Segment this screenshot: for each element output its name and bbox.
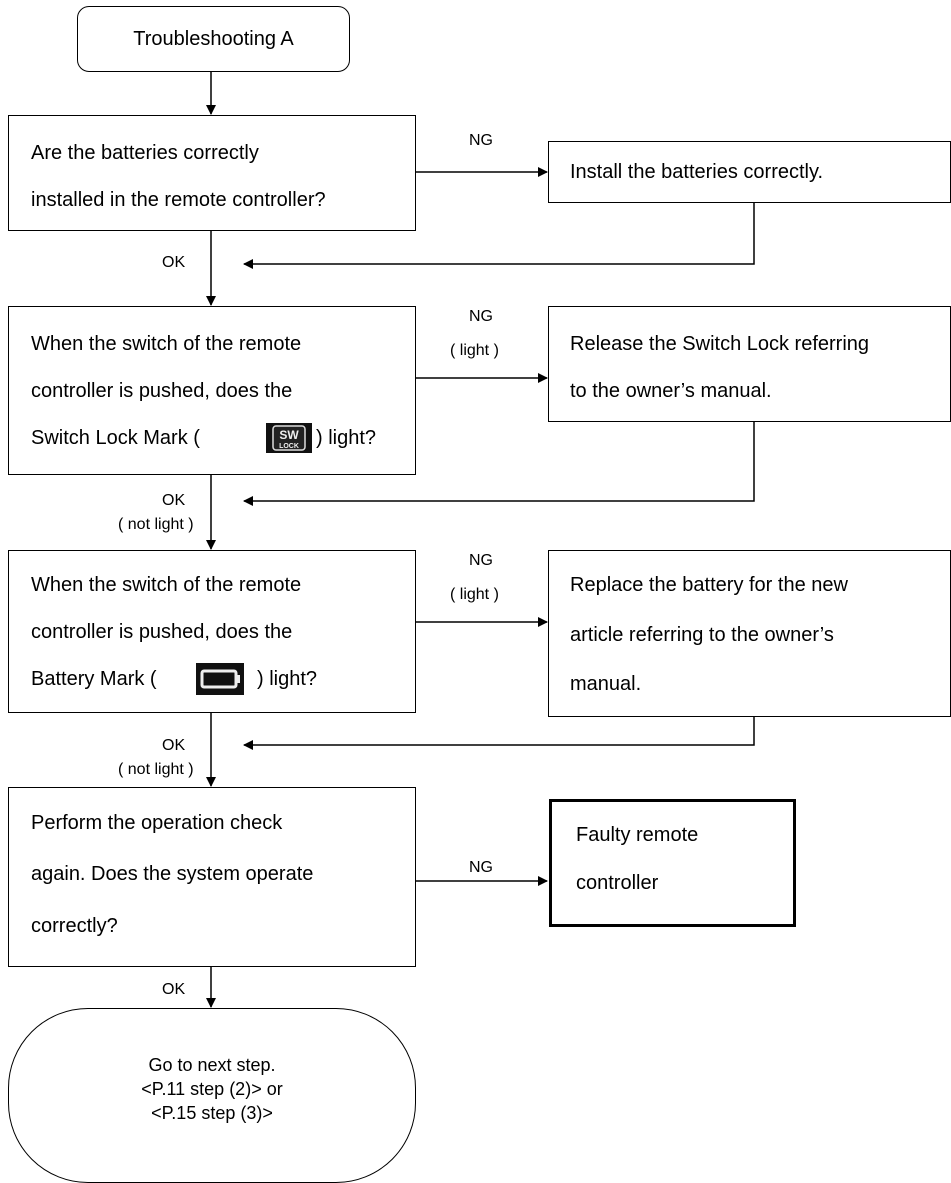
question-line: Switch Lock Mark ( bbox=[31, 427, 200, 449]
question-line: When the switch of the remote bbox=[31, 333, 302, 355]
question-operation-check: Perform the operation check again. Does … bbox=[8, 787, 416, 967]
question-line: Are the batteries correctly bbox=[31, 142, 259, 164]
action-release-switch-lock: Release the Switch Lock referring to the… bbox=[548, 306, 951, 422]
question-line: correctly? bbox=[31, 915, 118, 937]
ng-sublabel: ( light ) bbox=[450, 342, 499, 359]
question-switch-lock: When the switch of the remote controller… bbox=[8, 306, 416, 475]
result-line: Faulty remote bbox=[576, 824, 699, 846]
end-terminal: Go to next step. <P.11 step (2)> or <P.1… bbox=[8, 1008, 416, 1183]
ok-label: OK bbox=[162, 492, 186, 509]
end-line: Go to next step. bbox=[148, 1055, 276, 1075]
question-line: controller is pushed, does the bbox=[31, 380, 293, 402]
ng-label: NG bbox=[469, 308, 493, 325]
question-battery-mark: When the switch of the remote controller… bbox=[8, 550, 416, 713]
action-install-batteries: Install the batteries correctly. bbox=[548, 141, 951, 203]
result-faulty-remote: Faulty remote controller bbox=[549, 799, 796, 927]
question-line: Perform the operation check bbox=[31, 812, 283, 834]
switch-lock-icon: SW LOCK bbox=[266, 423, 312, 453]
start-terminal: Troubleshooting A bbox=[77, 6, 350, 72]
ng-sublabel: ( light ) bbox=[450, 586, 499, 603]
end-line: <P.15 step (3)> bbox=[151, 1103, 273, 1123]
question-line: controller is pushed, does the bbox=[31, 621, 293, 643]
ng-label: NG bbox=[469, 132, 493, 149]
question-line: again. Does the system operate bbox=[31, 863, 314, 885]
action-line: to the owner’s manual. bbox=[570, 380, 772, 402]
battery-icon bbox=[196, 663, 244, 695]
action-replace-battery: Replace the battery for the new article … bbox=[548, 550, 951, 717]
start-title: Troubleshooting A bbox=[133, 28, 294, 50]
question-line: installed in the remote controller? bbox=[31, 189, 326, 211]
svg-text:LOCK: LOCK bbox=[279, 443, 299, 450]
ok-label: OK bbox=[162, 254, 186, 271]
action-line: manual. bbox=[570, 673, 642, 695]
action-line: Replace the battery for the new bbox=[570, 574, 848, 596]
action-line: article referring to the owner’s bbox=[570, 624, 834, 646]
action-line: Release the Switch Lock referring bbox=[570, 333, 870, 355]
end-line: <P.11 step (2)> or bbox=[141, 1079, 283, 1099]
question-line: ) light? bbox=[257, 668, 318, 690]
result-line: controller bbox=[576, 872, 659, 894]
ng-label: NG bbox=[469, 552, 493, 569]
question-batteries-installed: Are the batteries correctly installed in… bbox=[8, 115, 416, 231]
question-line: Battery Mark ( bbox=[31, 668, 157, 690]
action-line: Install the batteries correctly. bbox=[570, 161, 824, 183]
ok-sublabel: ( not light ) bbox=[118, 516, 194, 533]
flow-connectors bbox=[206, 71, 755, 1008]
ok-sublabel: ( not light ) bbox=[118, 761, 194, 778]
ok-label: OK bbox=[162, 737, 186, 754]
question-line: ) light? bbox=[316, 427, 377, 449]
svg-text:SW: SW bbox=[279, 428, 299, 442]
ng-label: NG bbox=[469, 859, 493, 876]
ok-label: OK bbox=[162, 981, 186, 998]
question-line: When the switch of the remote bbox=[31, 574, 302, 596]
